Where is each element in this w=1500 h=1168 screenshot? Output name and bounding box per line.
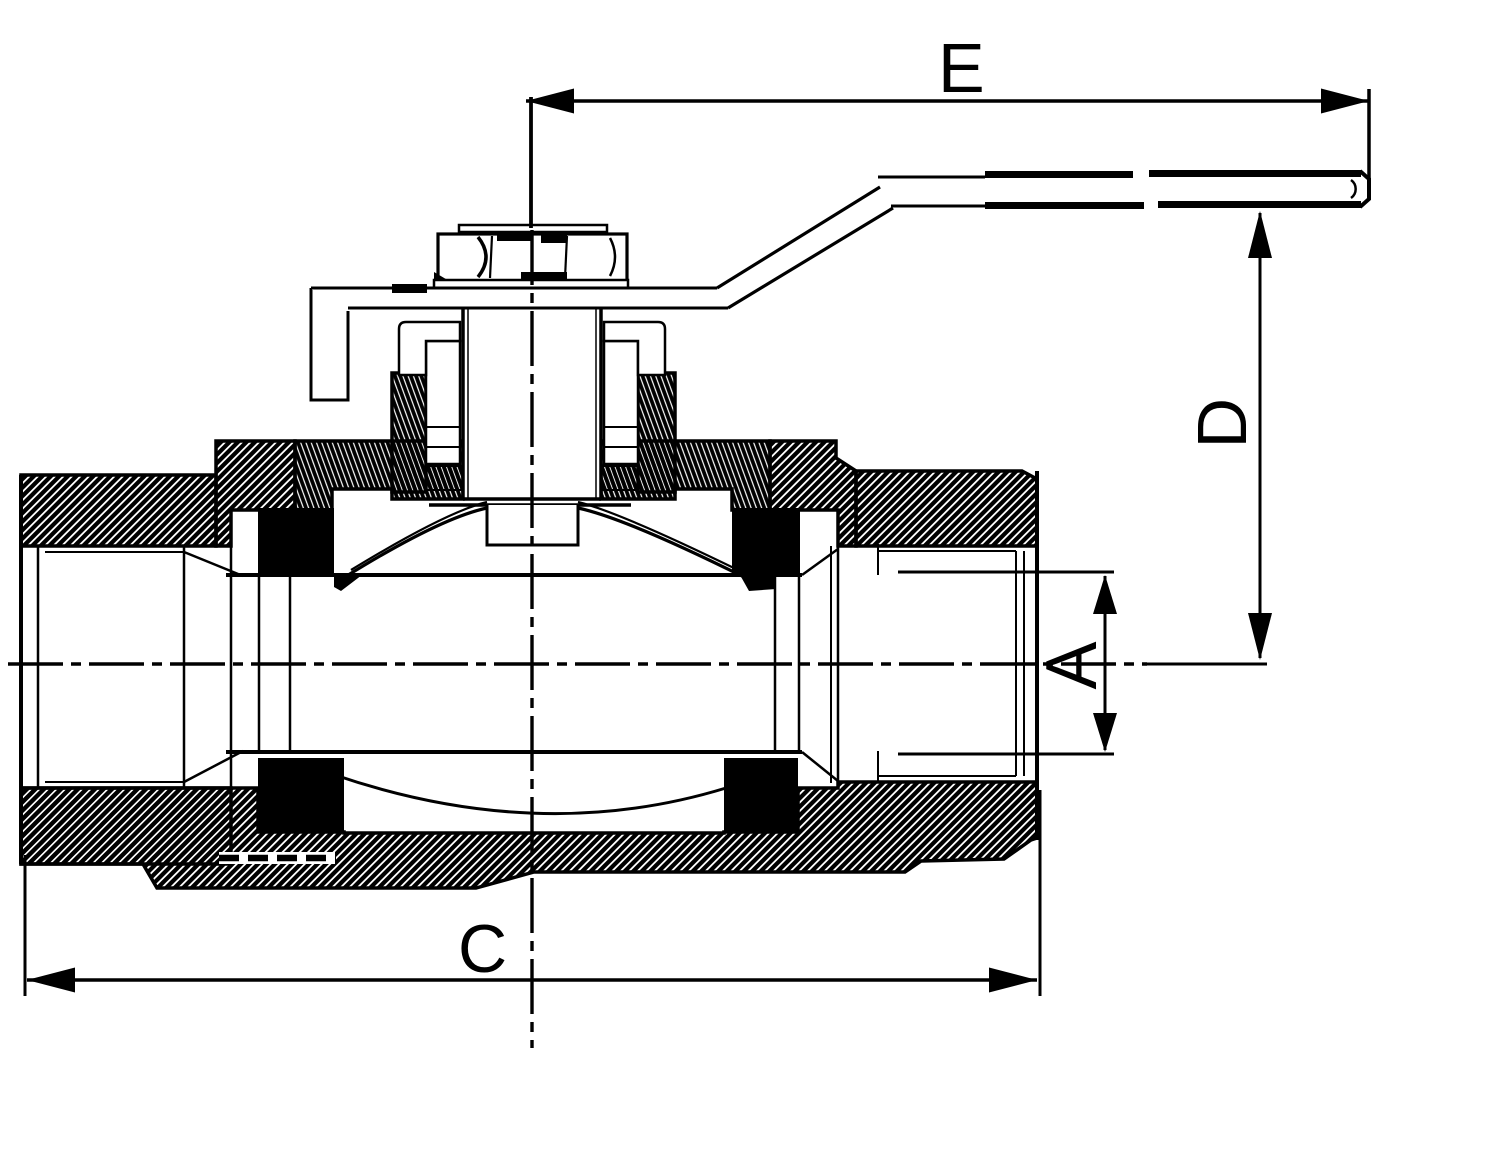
svg-text:E: E (938, 29, 985, 107)
svg-text:D: D (1183, 398, 1261, 449)
svg-text:C: C (458, 911, 507, 987)
svg-text:A: A (1032, 641, 1112, 689)
